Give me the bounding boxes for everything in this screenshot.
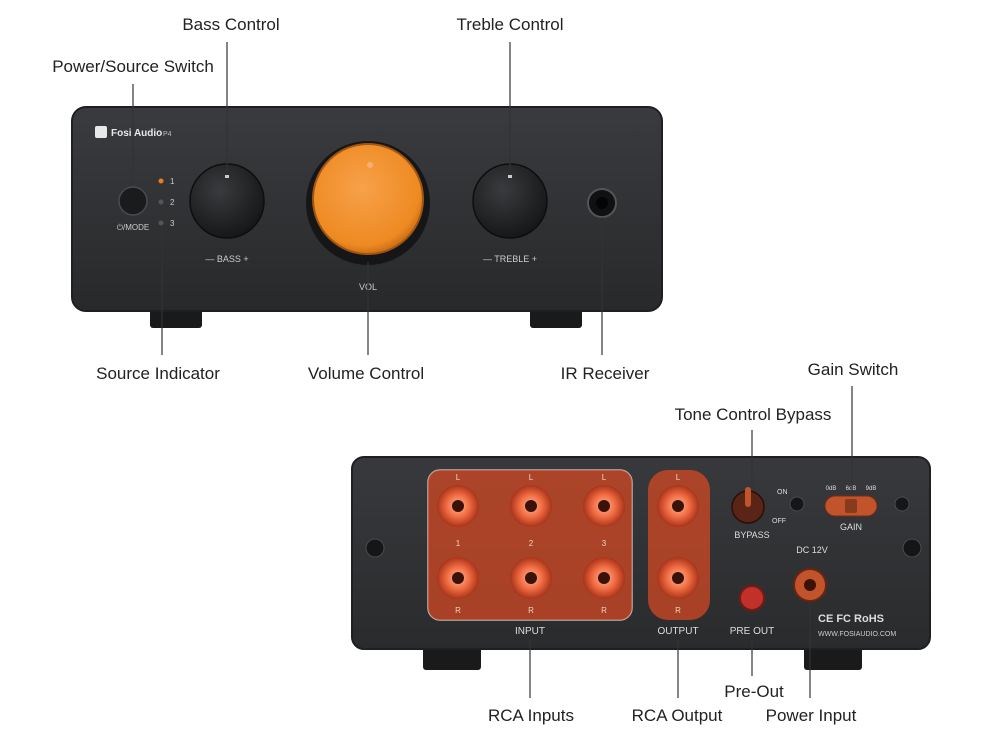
callout-rca-output: RCA Output (631, 706, 723, 725)
back-foot-right (804, 646, 862, 670)
callout-volume-control: Volume Control (307, 364, 425, 383)
callout-power-source-switch: Power/Source Switch (52, 57, 214, 76)
cert-marks: CE FC RoHS (818, 613, 884, 625)
dc-label: DC 12V (796, 545, 828, 555)
callout-rca-inputs: RCA Inputs (488, 706, 574, 725)
source-indicator: 1 2 3 (158, 177, 175, 228)
front-unit: Fosi Audio P4 ⏻/MODE 1 2 3 — BASS + VOL … (71, 106, 663, 328)
bass-label: — BASS + (205, 254, 248, 264)
back-foot-left (423, 646, 481, 670)
gain-switch-slider (845, 499, 857, 513)
source-label-1: 1 (170, 177, 175, 186)
back-screw-right (902, 538, 922, 558)
treble-knob-indicator (508, 175, 512, 178)
pre-out-label: PRE OUT (730, 626, 774, 637)
gain-9db-label: 9dB (866, 486, 877, 492)
back-screw-left (365, 538, 385, 558)
rca-input-1-right-pin (452, 572, 464, 584)
output-label: OUTPUT (657, 626, 698, 637)
source-label-3: 3 (170, 219, 175, 228)
rca-input-2-left-pin (525, 500, 537, 512)
input-3-left-marker: L (602, 473, 607, 482)
source-led-2 (158, 199, 164, 205)
bypass-on-label: ON (777, 489, 788, 496)
bypass-off-label: OFF (772, 518, 786, 525)
callout-pre-out: Pre-Out (724, 682, 784, 701)
input-1-number: 1 (456, 539, 461, 548)
back-screw-gain-right (894, 496, 910, 512)
callout-power-input: Power Input (765, 706, 857, 725)
treble-label: — TREBLE + (483, 254, 537, 264)
source-led-1 (158, 178, 164, 184)
rca-input-2-right-pin (525, 572, 537, 584)
rca-output-right-pin (672, 572, 684, 584)
output-right-marker: R (675, 606, 681, 615)
input-2-left-marker: L (529, 473, 534, 482)
input-3-number: 3 (602, 539, 607, 548)
gain-0db-label: 0dB (826, 486, 837, 492)
leader-lines (132, 42, 853, 698)
ir-receiver-lens (596, 197, 608, 209)
back-unit: L L L L 1 2 3 R R R R INPUT OUTPUT ON OF… (351, 456, 931, 670)
output-left-marker: L (676, 473, 681, 482)
input-2-right-marker: R (528, 606, 534, 615)
rca-output-left-pin (672, 500, 684, 512)
brand-logo-icon (95, 126, 107, 138)
power-mode-button[interactable] (118, 186, 148, 216)
website-text: WWW.FOSIAUDIO.COM (818, 631, 896, 638)
bypass-switch-toggle[interactable] (745, 487, 751, 507)
input-3-right-marker: R (601, 606, 607, 615)
input-2-number: 2 (529, 539, 534, 548)
input-group-highlight (428, 470, 632, 620)
callout-ir-receiver: IR Receiver (560, 364, 650, 383)
volume-knob[interactable] (312, 143, 424, 255)
model-name: P4 (163, 131, 172, 138)
rca-input-3-left-pin (598, 500, 610, 512)
bass-knob-indicator (225, 175, 229, 178)
source-led-3 (158, 220, 164, 226)
callout-gain-switch: Gain Switch (807, 360, 899, 379)
rca-input-3-right-pin (598, 572, 610, 584)
callout-tone-control-bypass: Tone Control Bypass (674, 405, 832, 424)
back-screw-gain-left (789, 496, 805, 512)
callout-source-indicator: Source Indicator (96, 364, 220, 383)
bypass-label: BYPASS (734, 530, 769, 540)
input-label: INPUT (515, 626, 545, 637)
volume-knob-indicator (367, 162, 373, 168)
source-label-2: 2 (170, 198, 175, 207)
gain-label: GAIN (840, 522, 862, 532)
input-1-right-marker: R (455, 606, 461, 615)
power-input-jack-pin (804, 579, 816, 591)
brand-name: Fosi Audio (111, 128, 162, 139)
callout-bass-control: Bass Control (182, 15, 280, 34)
input-1-left-marker: L (456, 473, 461, 482)
callout-treble-control: Treble Control (456, 15, 564, 34)
pre-out-jack[interactable] (739, 585, 765, 611)
rca-input-1-left-pin (452, 500, 464, 512)
brand-logo: Fosi Audio P4 (95, 126, 172, 139)
mode-label: ⏻/MODE (117, 223, 150, 232)
gain-6db-label: 6dB (846, 486, 857, 492)
